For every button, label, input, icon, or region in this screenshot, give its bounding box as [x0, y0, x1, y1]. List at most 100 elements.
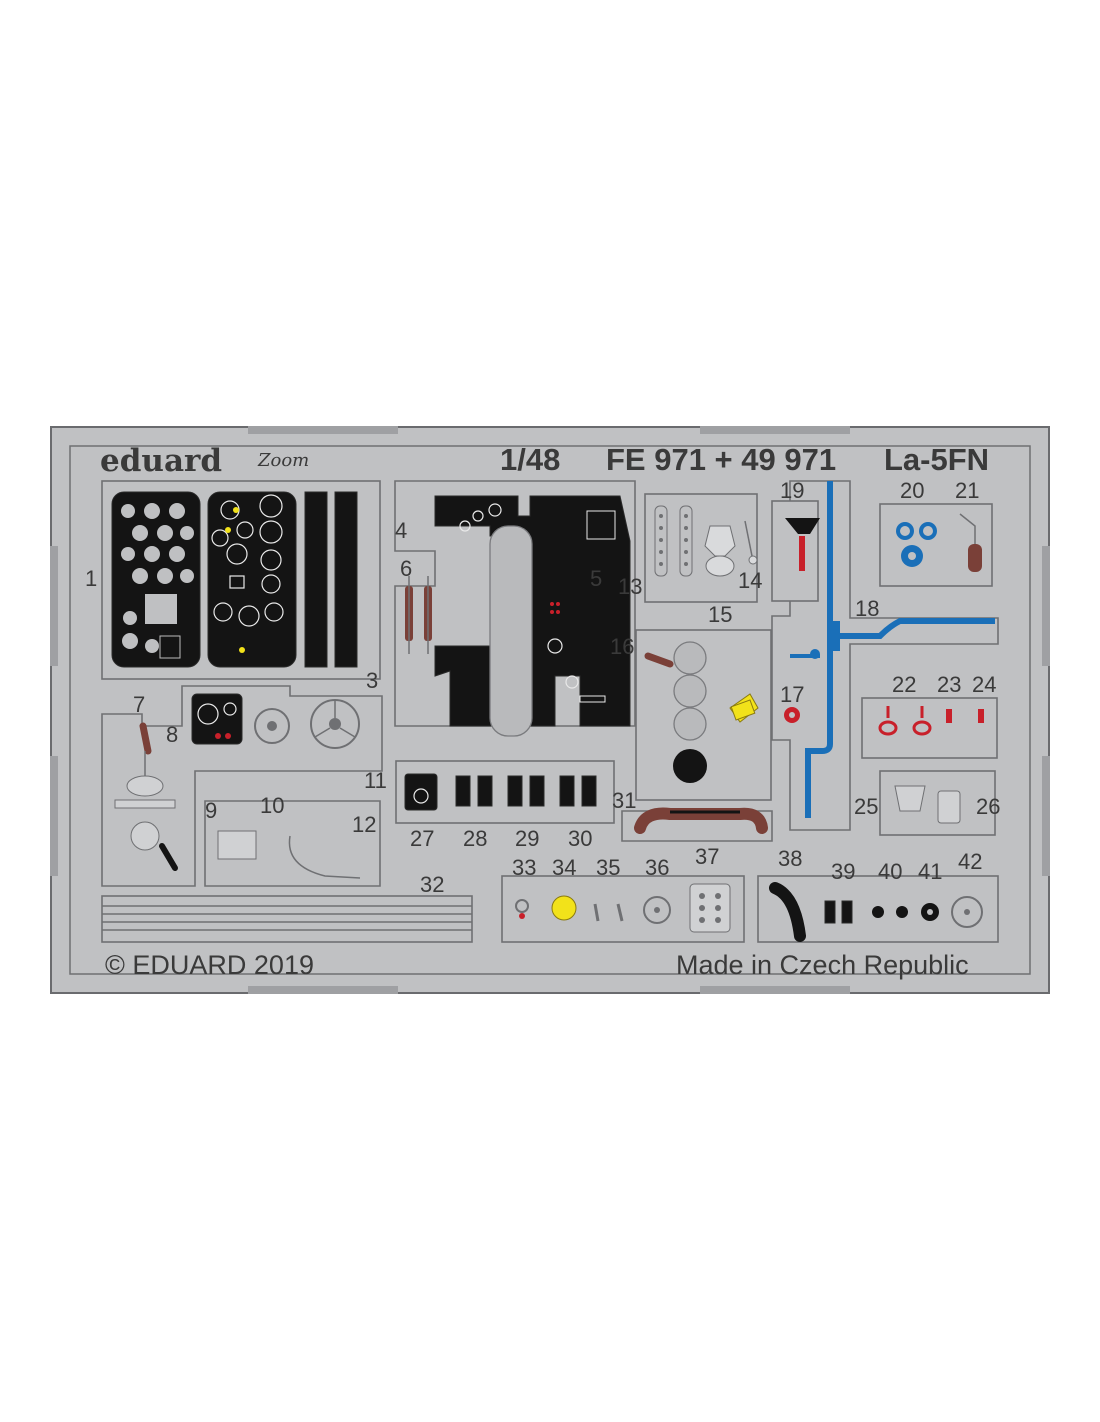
part-label-42: 42 — [958, 849, 982, 874]
part-label-15: 15 — [708, 602, 732, 627]
part-42-wheel — [951, 896, 983, 928]
part-group-16 — [635, 629, 772, 801]
part-33-ring — [515, 899, 529, 913]
part-12-bracket — [288, 835, 361, 879]
frame-tabs — [50, 426, 1050, 994]
part-label-32: 32 — [420, 872, 444, 897]
photo-etch-fret: eduard Zoom 1/48 FE 971 + 49 971 La-5FN — [50, 426, 1050, 994]
part-29-block — [507, 775, 523, 807]
part-label-35: 35 — [596, 855, 620, 880]
part-6-belts — [405, 576, 432, 654]
part-30-block — [559, 775, 575, 807]
brand-logo: eduard — [100, 443, 222, 479]
part-23-red-knob — [946, 709, 952, 723]
part-label-26: 26 — [976, 794, 1000, 819]
part-label-33: 33 — [512, 855, 536, 880]
part-40-disc-a — [872, 906, 884, 918]
part-38-curved-strip — [769, 882, 806, 942]
part-label-36: 36 — [645, 855, 669, 880]
part-19-blue-pipe — [805, 481, 995, 818]
part-label-37: 37 — [695, 844, 719, 869]
part-7-lever — [139, 722, 152, 755]
part-label-5: 5 — [590, 566, 602, 591]
part-label-22: 22 — [892, 672, 916, 697]
part-label-10: 10 — [260, 793, 284, 818]
part-label-40: 40 — [878, 859, 902, 884]
part-25-bracket — [894, 785, 926, 812]
part-1-gauges — [121, 503, 194, 659]
part-label-14: 14 — [738, 568, 762, 593]
part-label-24: 24 — [972, 672, 996, 697]
part-label-16: 16 — [610, 634, 634, 659]
part-40-disc-b — [896, 906, 908, 918]
part-label-28: 28 — [463, 826, 487, 851]
part-label-13: 13 — [618, 574, 642, 599]
part-31-grip-bar — [621, 807, 773, 842]
copyright-text: © EDUARD 2019 — [105, 950, 314, 980]
part-label-41: 41 — [918, 859, 942, 884]
part-label-11: 11 — [364, 768, 387, 793]
part-24-red-knob — [978, 709, 984, 723]
part-39-block-a — [824, 900, 836, 924]
part-group-17-19 — [771, 480, 999, 831]
fret-inner-border — [69, 445, 1031, 975]
part-16-handle — [644, 652, 674, 668]
part-14-lever — [744, 520, 753, 557]
part-group-27-30 — [395, 760, 615, 824]
part-label-9: 9 — [205, 798, 217, 823]
part-35-clips — [593, 903, 624, 922]
part-27-plate — [404, 773, 438, 811]
part-group-22-24 — [861, 697, 998, 759]
part-group-7-12 — [101, 685, 383, 887]
part-15-throttle — [704, 525, 736, 557]
part-label-12: 12 — [352, 812, 376, 837]
part-label-6: 6 — [400, 556, 412, 581]
part-4-dials — [459, 503, 616, 703]
part-label-39: 39 — [831, 859, 855, 884]
part-group-25-26 — [879, 770, 996, 836]
part-label-1: 1 — [85, 566, 97, 591]
part-label-17: 17 — [780, 682, 804, 707]
part-36-wheel — [643, 896, 671, 924]
part-16-black-knob — [673, 749, 707, 783]
part-34-yellow-disc — [551, 895, 577, 921]
part-3-strap-b — [334, 491, 358, 668]
zoom-logo: Zoom — [257, 450, 309, 471]
part-37-plate — [689, 883, 731, 933]
part-label-21: 21 — [955, 478, 979, 503]
part-39-block-b — [841, 900, 853, 924]
part-label-27: 27 — [410, 826, 434, 851]
part-7-wheel — [130, 821, 160, 851]
part-label-31: 31 — [612, 788, 636, 813]
part-32-rods — [101, 895, 473, 943]
part-label-8: 8 — [166, 722, 178, 747]
part-label-30: 30 — [568, 826, 592, 851]
part-26-plate — [937, 790, 961, 824]
part-group-20-21 — [879, 503, 993, 587]
part-label-38: 38 — [778, 846, 802, 871]
part-9-bracket — [217, 830, 257, 860]
origin-text: Made in Czech Republic — [676, 950, 969, 980]
part-label-23: 23 — [937, 672, 961, 697]
part-label-18: 18 — [855, 596, 879, 621]
part-21-leather-grip — [968, 544, 982, 572]
product-code: FE 971 + 49 971 — [606, 442, 836, 477]
aircraft-name: La-5FN — [884, 442, 989, 477]
part-label-29: 29 — [515, 826, 539, 851]
part-5-panel-gap — [489, 525, 533, 737]
part-label-4: 4 — [395, 518, 407, 543]
part-group-38-42 — [757, 875, 999, 943]
part-label-3: 3 — [366, 668, 378, 693]
part-label-25: 25 — [854, 794, 878, 819]
part-label-34: 34 — [552, 855, 576, 880]
part-group-33-37 — [501, 875, 745, 943]
part-28-block — [455, 775, 471, 807]
part-group-1-3 — [101, 480, 381, 680]
part-19-fitting — [785, 518, 820, 534]
part-3-strap-a — [304, 491, 328, 668]
part-group-4-6 — [394, 480, 636, 737]
part-2-panel — [207, 491, 297, 668]
scale-label: 1/48 — [500, 442, 560, 477]
part-2-dials — [211, 494, 284, 653]
part-label-7: 7 — [133, 692, 145, 717]
